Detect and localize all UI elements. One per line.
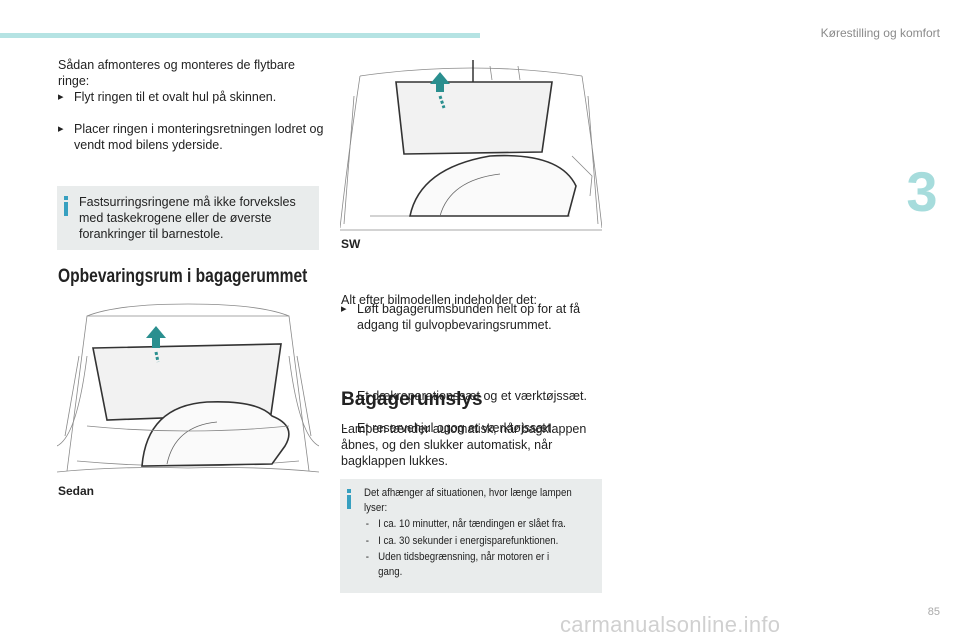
list-item: I ca. 10 minutter, når tændingen er slåe…: [364, 517, 611, 532]
sedan-caption: Sedan: [58, 484, 95, 498]
watermark: carmanualsonline.info: [560, 612, 781, 637]
bullet-item: Løft bagagerumsbunden helt op for at få …: [341, 301, 609, 333]
sedan-trunk-illustration: [57, 303, 319, 473]
sw-trunk-illustration: [340, 60, 602, 231]
lift-arrow: [146, 326, 166, 363]
list-item: I ca. 30 sekunder i energisparefunktione…: [364, 534, 611, 549]
info-text: Fastsurringsringene må ikke forveksles m…: [79, 195, 296, 241]
section-heading: Bagagerumslys: [341, 389, 483, 410]
info-icon: [64, 196, 68, 216]
top-accent-bar: [0, 33, 480, 38]
page-number: 85: [927, 606, 940, 618]
bullet-item: Flyt ringen til et ovalt hul på skinnen.: [58, 89, 324, 105]
chapter-number: 3: [906, 160, 938, 223]
list-item: Uden tidsbegrænsning, når motoren er i g…: [364, 550, 572, 580]
list-item: Et dækreparationssæt og et værktøjssæt.: [341, 388, 617, 404]
info-box: Det afhænger af situationen, hvor længe …: [340, 479, 602, 593]
intro-text: Sådan afmonteres og monteres de flytbare…: [58, 58, 295, 88]
info-box: Fastsurringsringene må ikke forveksles m…: [57, 186, 319, 250]
lift-arrow: [430, 72, 450, 109]
section-title: Kørestilling og komfort: [820, 26, 940, 40]
sw-label: SW: [341, 237, 361, 251]
lamp-text: Lampen tænder automatisk, når bagklappen…: [341, 422, 587, 468]
section-heading: Opbevaringsrum i bagagerummet: [58, 266, 308, 287]
info-intro: Det afhænger af situationen, hvor længe …: [364, 487, 572, 514]
contents-intro: Alt efter bilmodellen indeholder det:: [341, 293, 537, 307]
bullet-item: Placer ringen i monteringsretningen lodr…: [58, 121, 324, 153]
info-icon: [347, 489, 351, 509]
list-item: Et reservehjul ogog et værktøjssæt.: [341, 420, 617, 436]
